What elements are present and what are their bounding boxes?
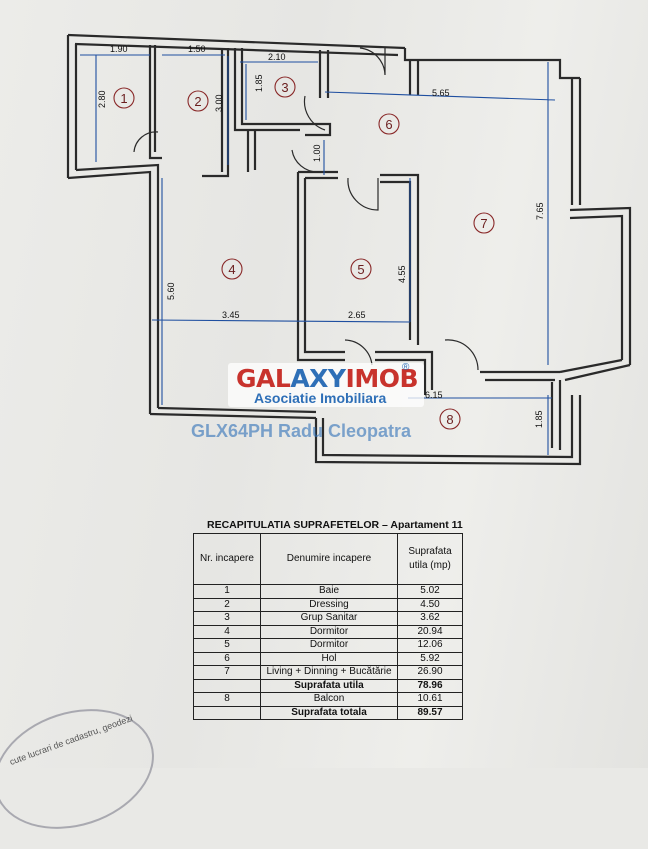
logo-part: AXY: [290, 364, 346, 393]
cell-area: 5.92: [397, 651, 463, 666]
dim-label: 5.60: [166, 282, 176, 300]
cell-area: 12.06: [397, 638, 463, 653]
cell-area: 5.02: [397, 584, 463, 599]
cell-area: 4.50: [397, 597, 463, 612]
cell-area: 3.62: [397, 611, 463, 626]
room-number: 6: [385, 117, 392, 132]
dim-label: 2.80: [97, 90, 107, 108]
room-markers: [113, 76, 495, 430]
cell-nr: 6: [193, 651, 261, 666]
room-number: 7: [480, 216, 487, 231]
dim-label: 1.50: [188, 44, 206, 54]
useful-area-label: Suprafata utila: [260, 678, 398, 693]
cell-area: 26.90: [397, 665, 463, 680]
header-name: Denumire incapere: [260, 533, 398, 585]
table-title: RECAPITULATIA SUPRAFETELOR – Apartament …: [207, 519, 463, 531]
cell-name: Living + Dinning + Bucătărie: [260, 665, 398, 680]
cell-nr: 2: [193, 597, 261, 612]
cell-name: Dormitor: [260, 638, 398, 653]
room-number: 4: [228, 262, 235, 277]
registered-mark: ®: [402, 362, 410, 373]
dim-label: 2.65: [348, 310, 366, 320]
cell-name: Baie: [260, 584, 398, 599]
dim-label: 5.65: [432, 88, 450, 98]
cell-name: Dressing: [260, 597, 398, 612]
logo-part: GAL: [236, 364, 291, 393]
dimension-labels: 1.90 2.80 1.50 3.00 2.10 1.85 5.65 1.00 …: [97, 44, 545, 428]
cell-nr: 5: [193, 638, 261, 653]
cell-name: Balcon: [260, 692, 398, 707]
room-number: 2: [194, 94, 201, 109]
dim-label: 1.00: [312, 144, 322, 162]
dim-label: 2.10: [268, 52, 286, 62]
total-area-label: Suprafata totala: [260, 705, 398, 720]
room-number: 5: [357, 262, 364, 277]
area-table: Nr. incapere Denumire incapere Suprafata…: [193, 533, 463, 720]
dim-label: 1.85: [534, 410, 544, 428]
cell-name: Grup Sanitar: [260, 611, 398, 626]
cell-nr: 4: [193, 624, 261, 639]
cell-name: Hol: [260, 651, 398, 666]
cell-nr: 1: [193, 584, 261, 599]
room-number: 1: [120, 91, 127, 106]
header-nr: Nr. incapere: [193, 533, 261, 585]
dim-label: 3.00: [214, 94, 224, 112]
dim-label: 4.55: [397, 265, 407, 283]
room-number: 3: [281, 80, 288, 95]
watermark-box: [228, 363, 424, 407]
watermark-subtitle: Asociatie Imobiliara: [254, 390, 387, 406]
cell-area: 20.94: [397, 624, 463, 639]
cell-area: 10.61: [397, 692, 463, 707]
watermark-logo: GALAXYIMOB: [236, 364, 419, 393]
floor-plan: 1.90 2.80 1.50 3.00 2.10 1.85 5.65 1.00 …: [66, 33, 632, 466]
useful-area-value: 78.96: [397, 678, 463, 693]
room-numbers: 1 2 3 6 4 5 7 8: [120, 80, 487, 427]
room-number: 8: [446, 412, 453, 427]
cell-name: Dormitor: [260, 624, 398, 639]
cell-nr: 7: [193, 665, 261, 680]
dim-label: 1.85: [254, 74, 264, 92]
header-area: Suprafata utila (mp): [397, 533, 463, 585]
dim-label: 7.65: [535, 202, 545, 220]
dimension-lines: [80, 54, 556, 455]
logo-part: IMOB: [345, 364, 419, 393]
table-header: Nr. incapere Denumire incapere Suprafata…: [193, 533, 463, 585]
total-area-value: 89.57: [397, 705, 463, 720]
cell-nr: 3: [193, 611, 261, 626]
dim-label: 3.45: [222, 310, 240, 320]
cell-nr: 8: [193, 692, 261, 707]
dim-label: 1.90: [110, 44, 128, 54]
dim-label: 6.15: [425, 390, 443, 400]
listing-code: GLX64PH Radu Cleopatra: [191, 421, 412, 441]
